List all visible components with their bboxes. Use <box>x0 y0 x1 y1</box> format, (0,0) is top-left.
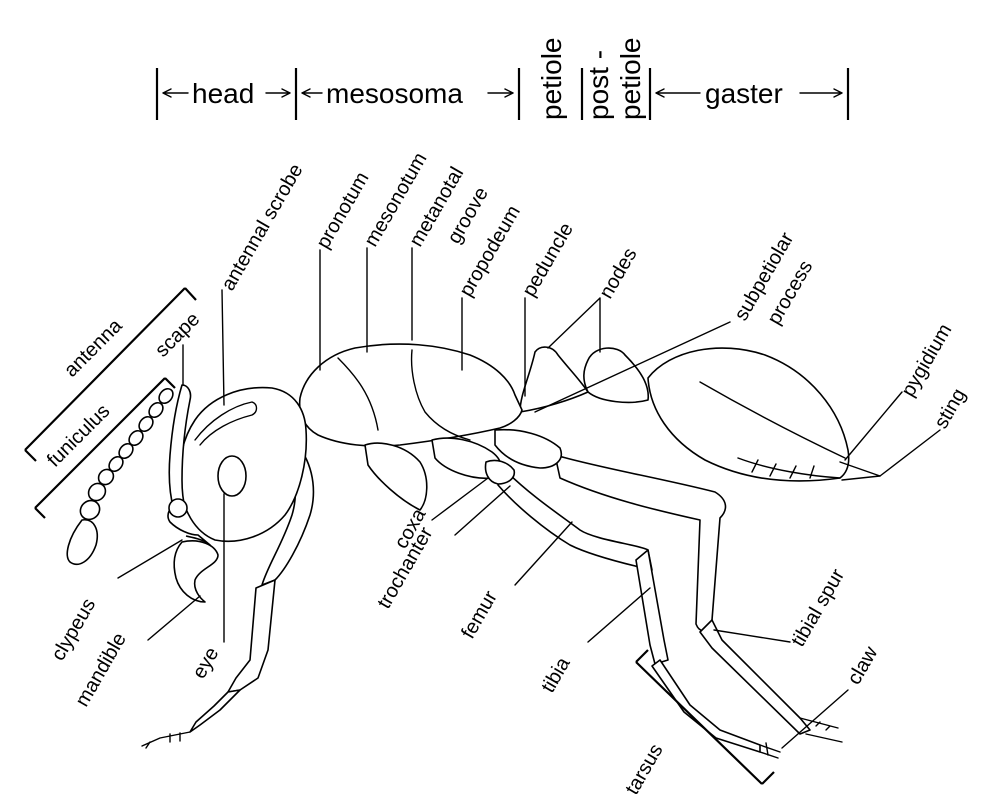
antenna-bracket <box>24 287 197 462</box>
pronotum-suture <box>337 357 379 431</box>
mesosoma-arrow-right <box>487 88 514 98</box>
hind-tibia-tarsus <box>699 619 811 735</box>
hind-claw <box>799 717 843 743</box>
mid-claw <box>759 742 781 759</box>
antenna-label: antenna <box>60 314 127 381</box>
nodes-label: nodes <box>595 244 641 302</box>
mandible-leader <box>147 595 201 641</box>
trochanter-shape <box>484 459 516 485</box>
antenna-funiculus <box>66 387 174 566</box>
head-arrow-right <box>265 88 291 98</box>
tarsus-bracket <box>635 649 775 785</box>
pygidium-label: pygidium <box>897 320 956 400</box>
tarsus-label: tarsus <box>621 740 667 798</box>
tibia-leader <box>587 587 651 643</box>
mandible-label: mandible <box>71 629 131 710</box>
tibial-spur-leader <box>713 629 791 643</box>
head-arrow-left <box>162 88 189 98</box>
clypeus-label: clypeus <box>47 595 100 665</box>
gaster-segment-line <box>699 381 846 459</box>
region-postpetiole-label-line2: petiole <box>615 37 646 120</box>
region-mesosoma-label: mesosoma <box>326 78 463 109</box>
hind-leg <box>554 454 843 743</box>
front-coxa <box>364 442 428 511</box>
brackets <box>24 287 775 785</box>
region-head-label: head <box>192 78 254 109</box>
nodes-leader <box>547 297 601 353</box>
compound-eye <box>217 455 247 497</box>
gaster-arrow-left <box>655 88 701 98</box>
clypeus-leader <box>117 539 183 579</box>
femur-leader <box>514 521 573 586</box>
ant-body <box>66 343 881 759</box>
gaster-tergites <box>737 457 841 479</box>
region-gaster-label: gaster <box>705 78 783 109</box>
funiculus-bracket <box>34 377 176 519</box>
gaster-arrow-right <box>799 88 843 98</box>
mid-leg <box>497 469 781 759</box>
femur-label: femur <box>457 587 502 643</box>
tibial-spur-label: tibial spur <box>787 565 849 650</box>
leader-lines <box>117 247 941 749</box>
mandible-shape <box>173 540 219 603</box>
funiculus-label: funiculus <box>43 400 114 471</box>
region-postpetiole-label-line1: post - <box>583 50 614 120</box>
antennal-scrobe-label: antennal scrobe <box>217 160 307 294</box>
mesosoma-body <box>298 343 523 447</box>
scape-label: scape <box>151 308 204 361</box>
antenna-socket <box>168 498 188 518</box>
front-tarsus <box>189 689 241 733</box>
metanotal-groove-line <box>410 349 471 441</box>
peduncle-label: peduncle <box>518 219 578 300</box>
claw-leader <box>781 689 849 749</box>
petiole-node <box>519 346 589 413</box>
front-claw <box>141 731 191 749</box>
claw-label: claw <box>843 642 882 688</box>
front-tibia <box>227 579 276 693</box>
antennal-scrobe-shape <box>194 401 258 446</box>
mesosoma-arrow-left <box>301 88 323 98</box>
eye-label: eye <box>188 644 223 683</box>
pygidium-leader <box>844 391 903 461</box>
subpetiolar-process-leader <box>534 321 731 413</box>
sting-label: sting <box>930 385 970 433</box>
antennal-scrobe-leader <box>221 289 225 406</box>
hind-coxa <box>494 428 562 469</box>
region-petiole-label: petiole <box>536 37 567 120</box>
region-scale-bar: head mesosoma petiole post - petiole gas… <box>155 37 850 120</box>
trochanter-leader <box>454 485 511 536</box>
sting-leader <box>879 429 941 477</box>
coxa-leader <box>431 477 489 521</box>
tibia-label: tibia <box>537 653 575 697</box>
